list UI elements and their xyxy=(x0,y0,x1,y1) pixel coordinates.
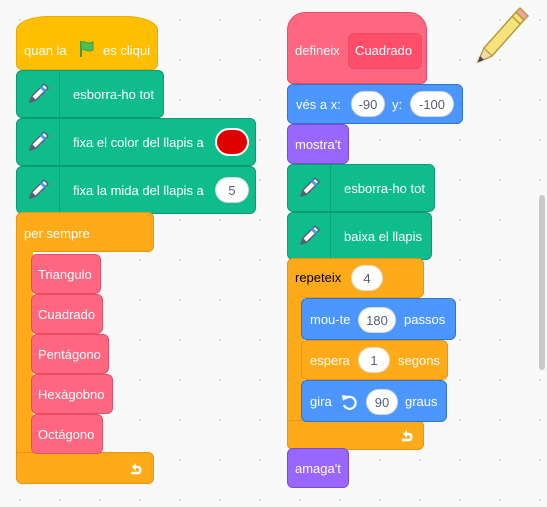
go-to-xy-block[interactable]: vés a x: -90 y: -100 xyxy=(287,84,463,124)
call-label: Pentágono xyxy=(38,347,101,362)
when-flag-clicked-block[interactable]: quan la es cliqui xyxy=(16,16,158,70)
erase-all-block-right[interactable]: esborra-ho tot xyxy=(287,164,435,212)
x-input[interactable]: -90 xyxy=(351,91,385,117)
erase-all-block[interactable]: esborra-ho tot xyxy=(16,70,164,118)
show-block[interactable]: mostra't xyxy=(287,124,349,164)
hat-label-after: es cliqui xyxy=(103,43,150,58)
call-cuadrado-block[interactable]: Cuadrado xyxy=(31,294,103,334)
hide-block[interactable]: amaga't xyxy=(287,448,349,488)
pen-size-input[interactable]: 5 xyxy=(215,177,249,203)
call-octagono-block[interactable]: Octágono xyxy=(31,414,103,454)
erase-all-label: esborra-ho tot xyxy=(344,181,425,196)
rotate-left-icon xyxy=(340,393,358,414)
hide-label: amaga't xyxy=(295,461,341,476)
loop-arrow-icon xyxy=(399,428,415,447)
pen-icon xyxy=(17,167,60,213)
set-pen-size-label: fixa la mida del llapis a xyxy=(73,183,204,198)
define-name-label: Cuadrado xyxy=(355,43,413,58)
pen-icon xyxy=(288,165,331,211)
forever-block[interactable]: per sempre xyxy=(16,212,156,484)
move-unit-label: passos xyxy=(404,312,446,327)
set-pen-color-block[interactable]: fixa el color del llapis a xyxy=(16,118,256,166)
pen-down-label: baixa el llapis xyxy=(344,229,423,244)
vertical-scrollbar[interactable] xyxy=(539,195,545,370)
y-input[interactable]: -100 xyxy=(410,91,454,117)
pencil-icon xyxy=(470,4,530,71)
call-triangulo-block[interactable]: Triangulo xyxy=(31,254,101,294)
move-steps-input[interactable]: 180 xyxy=(358,307,396,333)
move-label: mou-te xyxy=(310,312,351,327)
call-label: Cuadrado xyxy=(38,307,96,322)
loop-arrow-icon xyxy=(128,461,144,480)
turn-label: gira xyxy=(310,394,332,409)
green-flag-icon xyxy=(77,39,97,62)
move-steps-block[interactable]: mou-te 180 passos xyxy=(301,298,456,340)
y-label: y: xyxy=(392,97,403,112)
wait-label: espera xyxy=(310,353,350,368)
pen-down-block[interactable]: baixa el llapis xyxy=(287,212,432,260)
set-pen-color-label: fixa el color del llapis a xyxy=(73,135,204,150)
call-label: Triangulo xyxy=(38,267,92,282)
turn-degrees-input[interactable]: 90 xyxy=(366,389,398,415)
define-cuadrado-block[interactable]: defineix Cuadrado xyxy=(287,12,427,84)
repeat-label: repeteix xyxy=(295,270,342,285)
call-pentagono-block[interactable]: Pentágono xyxy=(31,334,109,374)
wait-unit-label: segons xyxy=(398,353,440,368)
pen-icon xyxy=(17,119,60,165)
turn-unit-label: graus xyxy=(405,394,438,409)
hat-label: quan la xyxy=(24,43,67,58)
wait-seconds-block[interactable]: espera 1 segons xyxy=(301,340,448,380)
forever-label: per sempre xyxy=(24,226,90,241)
call-label: Octágono xyxy=(38,427,95,442)
pen-icon xyxy=(288,213,331,259)
call-hexagobno-block[interactable]: Hexàgobno xyxy=(31,374,113,414)
define-label: defineix xyxy=(295,43,340,58)
show-label: mostra't xyxy=(295,137,341,152)
pen-icon xyxy=(17,71,60,117)
turn-degrees-block[interactable]: gira 90 graus xyxy=(301,380,447,422)
erase-all-label: esborra-ho tot xyxy=(73,87,154,102)
go-to-label: vés a x: xyxy=(296,97,341,112)
wait-seconds-input[interactable]: 1 xyxy=(358,347,390,373)
call-label: Hexàgobno xyxy=(38,387,105,402)
pen-color-swatch[interactable] xyxy=(215,128,249,156)
set-pen-size-block[interactable]: fixa la mida del llapis a 5 xyxy=(16,166,256,214)
define-name-block[interactable]: Cuadrado xyxy=(348,33,422,69)
repeat-count-input[interactable]: 4 xyxy=(351,265,383,291)
repeat-block[interactable]: repeteix 4 xyxy=(287,258,427,450)
